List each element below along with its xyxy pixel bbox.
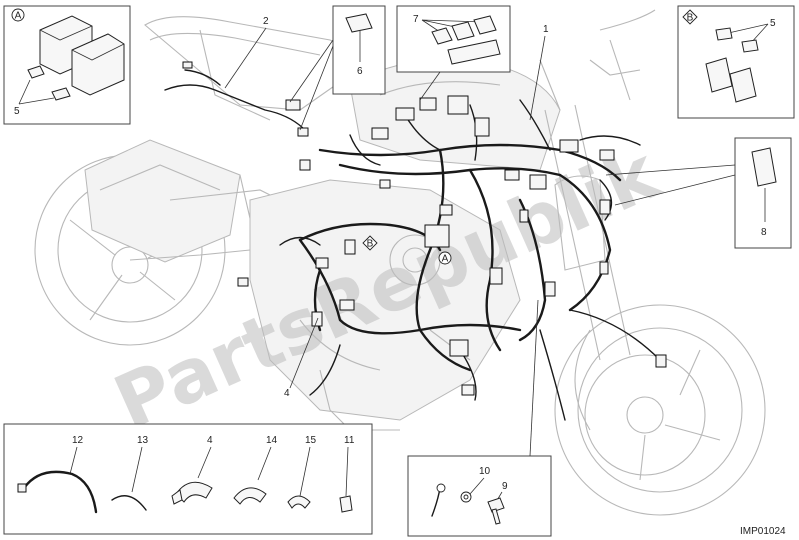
rear-sub-harness (164, 61, 309, 137)
callout-2: 2 (263, 16, 269, 27)
callout-1: 1 (543, 24, 549, 35)
callout-11: 11 (344, 435, 355, 446)
callout-7: 7 (413, 14, 419, 25)
motorcycle-outline (34, 9, 766, 516)
detail-box-7: 7 (396, 5, 511, 101)
callout-10: 10 (479, 466, 491, 477)
detail-box-8: 8 (605, 137, 792, 249)
detail-box-a: A 5 (3, 5, 131, 125)
svg-text:A: A (442, 254, 449, 265)
callout-9: 9 (502, 481, 508, 492)
callout-5-b: 5 (770, 18, 776, 29)
detail-box-9-10: 10 9 (407, 455, 552, 537)
diagram-code: IMP01024 (740, 526, 786, 537)
detail-marker-a[interactable]: A (438, 251, 452, 265)
harness-connectors (237, 95, 667, 396)
callout-4: 4 (284, 388, 290, 399)
callout-3: 4 (207, 435, 213, 446)
detail-marker-b[interactable]: B (362, 235, 378, 251)
main-callouts: 1 2 4 (224, 16, 549, 457)
callout-6: 6 (357, 66, 363, 77)
callout-12: 12 (72, 435, 84, 446)
callout-15: 15 (305, 435, 317, 446)
detail-b-marker: B (687, 13, 694, 24)
detail-a-marker: A (15, 11, 22, 22)
detail-box-6: 6 (289, 5, 386, 131)
callout-5-a: 5 (14, 106, 20, 117)
callout-8: 8 (761, 227, 767, 238)
detail-box-b: B 5 (677, 5, 795, 119)
callout-14: 14 (266, 435, 278, 446)
callout-13: 13 (137, 435, 149, 446)
svg-text:B: B (367, 239, 374, 250)
detail-box-clips: 12 13 4 14 15 11 (3, 423, 373, 535)
